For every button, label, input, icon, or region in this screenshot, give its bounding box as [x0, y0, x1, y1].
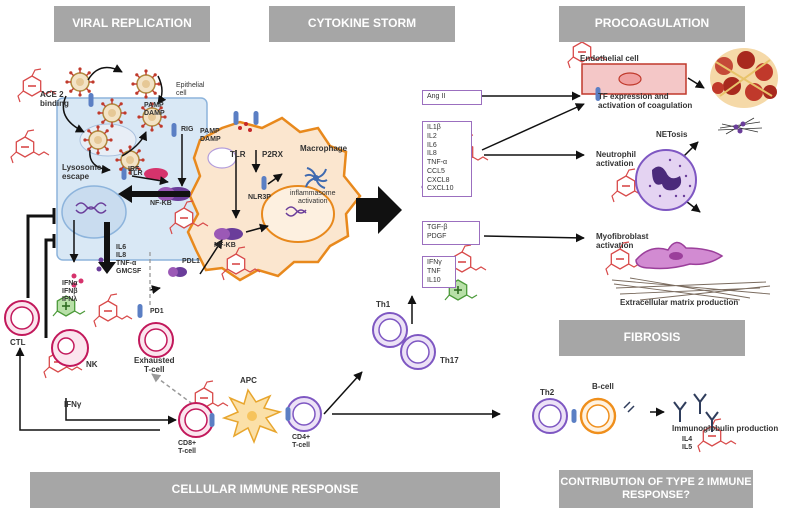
label-cd4: CD4+ T-cell — [292, 434, 311, 450]
pd1-receptor — [137, 304, 143, 318]
label-th2: Th2 — [540, 388, 555, 397]
label-immunoglobulin: Immunoglobulin production — [672, 424, 779, 433]
label-nk: NK — [86, 360, 98, 369]
label-nfkb-epithelial: NF-KB — [150, 200, 172, 207]
netosis-icon — [717, 117, 763, 135]
label-lysosome: Lysosome escape — [62, 163, 102, 182]
label-netosis: NETosis — [656, 130, 688, 139]
label-pamp-damp: PAMP DAMP — [144, 102, 165, 118]
label-secreted-cytokines: IL6 IL8 TNF-α GMCSF — [116, 244, 142, 276]
label-th1: Th1 — [376, 300, 391, 309]
epithelial-nucleus — [61, 185, 127, 239]
cytokine-item: CXCL8 — [427, 176, 450, 184]
label-th17: Th17 — [440, 356, 459, 365]
label-tlr-epithelial: TLR — [129, 170, 143, 177]
label-apc: APC — [240, 376, 257, 385]
cd4-t-cell — [286, 396, 322, 432]
virus-icon — [64, 66, 96, 98]
label-macrophage: Macrophage — [300, 144, 348, 153]
label-p2rx: P2RX — [262, 150, 283, 159]
drug-icon — [10, 129, 50, 164]
cytokine-item: TNF — [427, 267, 441, 275]
big-arrow — [356, 186, 402, 234]
cd8-t-cell — [178, 402, 214, 438]
label-ctl: CTL — [10, 338, 26, 347]
ace2-receptor — [88, 93, 94, 107]
cytokine-item: TNF-α — [427, 159, 447, 166]
header-procoagulation: PROCOAGULATION — [559, 6, 745, 42]
exhausted-t-cell — [138, 322, 174, 358]
box-cytokines-3: IFNγ TNF IL10 — [422, 256, 456, 289]
label-il4-il5: IL4 IL5 — [682, 436, 693, 452]
label-macrophage-pamp: PAMP DAMP — [200, 128, 221, 144]
label-irf: IRF — [128, 166, 140, 173]
cytokine-item: IL10 — [427, 276, 441, 284]
label-pd1: PD1 — [150, 308, 164, 315]
label-macrophage-tlr: TLR — [230, 150, 246, 159]
label-exhausted: Exhausted T-cell — [134, 356, 175, 375]
label-inflammasome: inflammasome activation — [290, 190, 336, 206]
box-cytokines-1: IL1β IL2 IL6 IL8 TNF-α CCL5 CXCL8 CXCL10 — [422, 121, 472, 197]
label-myofibroblast: Myofibroblast activation — [596, 232, 649, 251]
antibody-icon — [673, 393, 719, 432]
cytokine-item: CXCL10 — [427, 185, 454, 193]
label-endothelial: Endothelial cell — [580, 54, 639, 63]
viral-rna — [75, 202, 107, 210]
ctl-cell — [4, 300, 40, 336]
ecm-fibers — [611, 277, 771, 301]
label-nfkb-macrophage: NF-KB — [214, 242, 236, 249]
label-pdl1: PDL1 — [182, 258, 200, 265]
nlr3p-receptor — [261, 176, 267, 190]
tlr-receptor-macrophage — [233, 111, 239, 125]
thick-arrow-left — [118, 185, 190, 203]
virus-icon — [82, 124, 114, 156]
box-cytokines-2: TGF-β PDGF — [422, 221, 480, 245]
label-neutrophil: Neutrophil activation — [596, 150, 636, 169]
cytokine-item: TGF-β — [427, 224, 448, 231]
drug-icon — [93, 293, 133, 328]
inflammasome-icon — [304, 167, 328, 189]
clot-icon — [710, 48, 778, 108]
rig-receptor — [171, 123, 177, 137]
cytokine-item: CCL5 — [427, 167, 445, 175]
p2rx-receptor — [253, 111, 259, 125]
header-type2: CONTRIBUTION OF TYPE 2 IMMUNE RESPONSE? — [559, 470, 753, 508]
label-bcell: B-cell — [592, 382, 614, 391]
b-cell — [579, 397, 617, 435]
cytokine-item: IL6 — [427, 141, 437, 149]
cytokine-item: IL2 — [427, 132, 437, 140]
th2-cell — [532, 398, 568, 434]
label-ifng: IFNγ — [64, 400, 82, 409]
header-cellular-immune-response: CELLULAR IMMUNE RESPONSE — [30, 472, 500, 508]
cytokine-item: IFNγ — [427, 259, 442, 266]
label-rig: RIG — [181, 126, 194, 133]
label-nlr3p: NLR3P — [248, 194, 271, 201]
box-ang-ii: Ang II — [422, 90, 482, 105]
label-ace2: ACE 2 binding — [40, 90, 69, 109]
header-cytokine-storm: CYTOKINE STORM — [269, 6, 455, 42]
macrophage-nucleus — [261, 185, 335, 243]
cytokine-ang-ii: Ang II — [427, 93, 446, 100]
virus-icon — [96, 97, 128, 129]
cytokine-item: IL1β — [427, 124, 441, 131]
header-viral-replication: VIRAL REPLICATION — [54, 6, 210, 42]
cytokine-item: IL8 — [427, 150, 437, 158]
thick-arrow-down — [98, 222, 116, 274]
label-epithelial: Epithelial cell — [176, 82, 205, 98]
th1-cell — [372, 312, 408, 348]
virus-icon — [130, 68, 162, 100]
cytokine-item: PDGF — [427, 232, 447, 240]
header-fibrosis: FIBROSIS — [559, 320, 745, 356]
label-tf-expression: TF expression and activation of coagulat… — [598, 92, 693, 111]
label-ifn: IFNα IFNβ IFNλ — [62, 280, 78, 304]
label-ecm: Extracellular matrix production — [620, 298, 739, 307]
th17-cell — [400, 334, 436, 370]
label-cd8: CD8+ T-cell — [178, 440, 197, 456]
